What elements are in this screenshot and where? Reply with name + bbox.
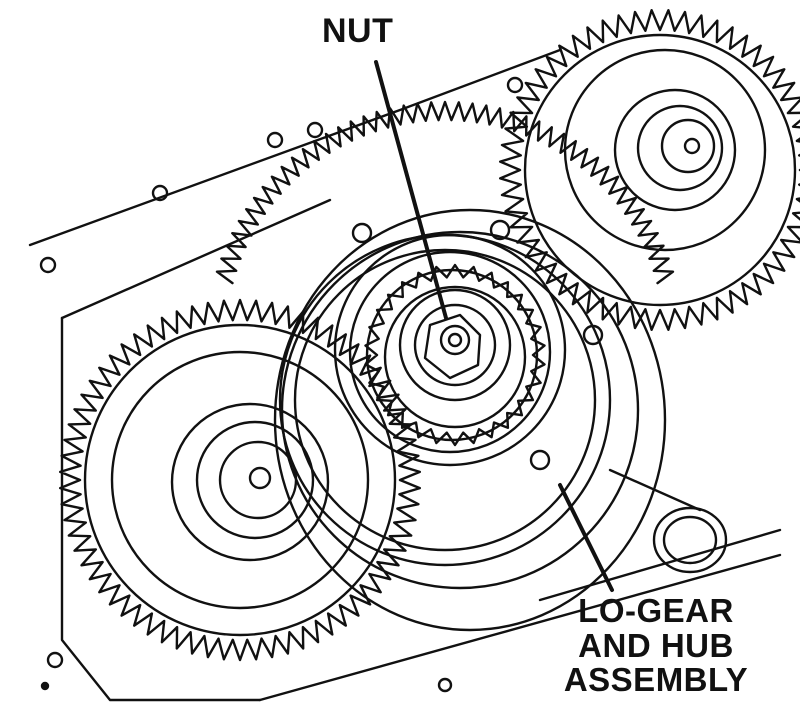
bolt-holes <box>39 76 524 693</box>
tr-teeth-profile <box>499 8 800 331</box>
housing-plate-inner <box>60 198 332 320</box>
shaft-stub <box>608 468 728 574</box>
lo-gear-leader-line <box>558 483 614 592</box>
lo-gear-label-line3: ASSEMBLY <box>563 661 749 699</box>
left-teeth-profile <box>59 298 421 662</box>
back-teeth-profile <box>215 100 675 285</box>
housing-plate <box>28 48 562 247</box>
back-gear <box>215 100 675 285</box>
nut-leader-line <box>374 60 448 320</box>
top-right-gear <box>499 8 800 331</box>
housing-lower-edge <box>258 553 782 702</box>
spline-ring-profile <box>364 263 546 447</box>
lo-gear-label: LO-GEAR AND HUB ASSEMBLY <box>556 592 756 699</box>
left-gear <box>59 298 421 662</box>
housing-lower-edge-2 <box>538 528 782 602</box>
housing-plate-edge <box>60 316 262 702</box>
lo-gear-label-line1: LO-GEAR <box>578 592 734 629</box>
spline-ring <box>364 263 546 447</box>
lo-gear-label-line2: AND HUB <box>578 626 734 664</box>
nut-label: NUT <box>322 12 394 50</box>
nut <box>423 313 482 380</box>
